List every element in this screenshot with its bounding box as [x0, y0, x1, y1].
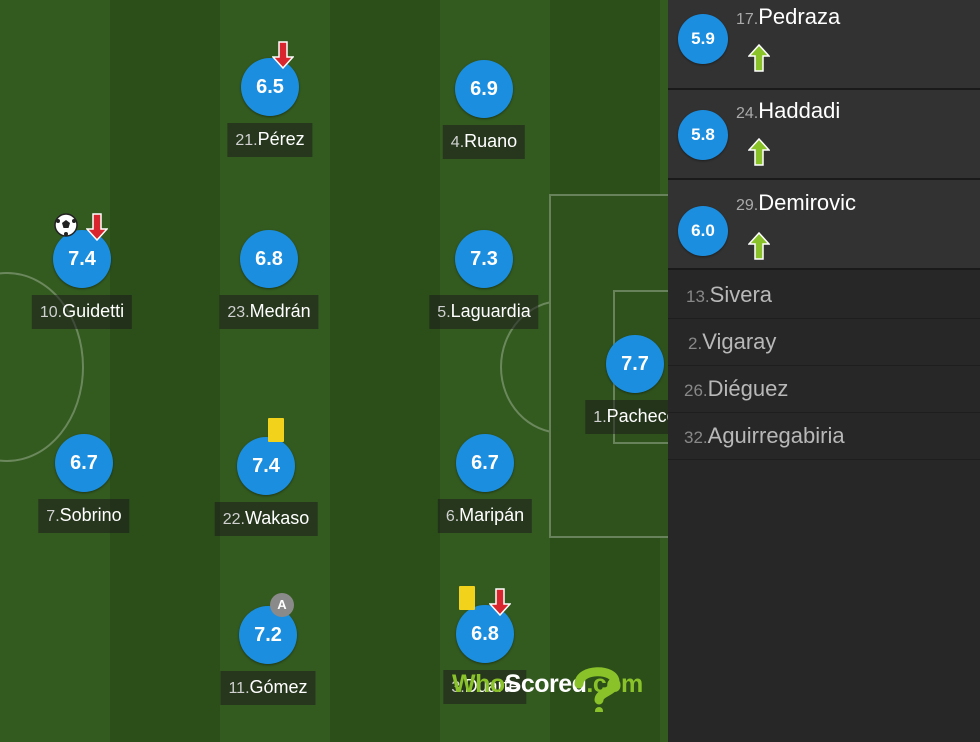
rating-badge: 6.9 — [455, 60, 513, 118]
bench-number: 13. — [686, 287, 710, 306]
player-name: Maripán — [459, 505, 525, 525]
used-sub-0[interactable]: 5.9 17.Pedraza — [668, 0, 980, 90]
goal-ball-icon — [54, 213, 78, 237]
player-name: Guidetti — [62, 301, 125, 321]
rating-badge: 6.7 — [456, 434, 514, 492]
player-number: 10. — [39, 304, 63, 321]
player-name-label: 21.Pérez — [227, 123, 313, 157]
logo-scored: Scored — [504, 670, 587, 698]
rating-badge: 6.5 — [241, 58, 299, 116]
player-number: 23. — [227, 304, 250, 321]
player-name-label: 10.Guidetti — [31, 295, 133, 329]
player-number: 11. — [228, 680, 250, 697]
yellow-card-icon — [268, 418, 284, 442]
logo-who: Who — [452, 670, 505, 698]
rating-badge: 5.9 — [678, 14, 728, 64]
bench-name: Aguirregabiria — [707, 423, 845, 448]
sub-number: 17. — [736, 11, 759, 28]
sub-number: 24. — [736, 105, 759, 122]
sub-name: 24.Haddadi — [736, 98, 840, 124]
sub-player-name: Demirovic — [758, 190, 857, 215]
player-name: Ruano — [464, 131, 518, 151]
player-name-label: 11.Gómez — [220, 671, 316, 705]
player-name-label: 23.Medrán — [219, 295, 319, 329]
yellow-card-icon — [459, 586, 475, 610]
used-sub-1[interactable]: 5.8 24.Haddadi — [668, 90, 980, 180]
rating-badge: 6.0 — [678, 206, 728, 256]
bench-player-0[interactable]: 13.Sivera — [668, 272, 980, 319]
captain-badge-icon: A — [270, 593, 294, 617]
used-sub-2[interactable]: 6.0 29.Demirovic — [668, 180, 980, 270]
player-name: Gómez — [249, 677, 308, 697]
bench-name: Sivera — [709, 282, 772, 307]
rating-badge: 7.7 — [606, 335, 664, 393]
question-mark-icon — [574, 667, 620, 712]
rating-badge: 6.7 — [55, 434, 113, 492]
player-name-label: 1.Pacheco — [585, 400, 668, 434]
sub-off-arrow-icon — [271, 41, 295, 70]
rating-badge: 7.4 — [53, 230, 111, 288]
sub-player-name: Pedraza — [758, 4, 841, 29]
bench-number: 32. — [684, 428, 708, 447]
pitch: 6.5 21.Pérez 6.9 4.Ruano 7.4 10.Guidetti 6.8 23… — [0, 0, 668, 742]
player-name-label: 6.Maripán — [437, 499, 533, 533]
player-number: 1. — [593, 409, 607, 426]
player-number: 4. — [450, 134, 465, 151]
player-number: 5. — [437, 304, 451, 321]
player-name: Pacheco — [606, 406, 668, 426]
player-name-label: 5.Laguardia — [429, 295, 539, 329]
player-name-label: 4.Ruano — [442, 125, 526, 159]
player-name-label: 22.Wakaso — [214, 502, 318, 536]
sub-on-arrow-icon — [748, 232, 770, 260]
player-name: Medrán — [249, 301, 311, 321]
player-name-label: 7.Sobrino — [38, 499, 130, 533]
rating-badge: 5.8 — [678, 110, 728, 160]
player-number: 22. — [222, 511, 245, 528]
rating-badge: 6.8 — [240, 230, 298, 288]
sub-number: 29. — [736, 197, 759, 214]
rating-badge: 7.4 — [237, 437, 295, 495]
player-number: 21. — [235, 132, 258, 149]
player-name-label: 3.Duarte — [443, 670, 527, 704]
bench-name: Diéguez — [707, 376, 789, 401]
sub-on-arrow-icon — [748, 138, 770, 166]
player-name: Duarte — [464, 676, 519, 696]
player-name: Sobrino — [59, 505, 122, 525]
bench-number: 2. — [688, 334, 703, 353]
sub-on-arrow-icon — [748, 44, 770, 72]
player-number: 3. — [451, 679, 465, 696]
bench-number: 26. — [684, 381, 708, 400]
player-name: Wakaso — [244, 508, 310, 528]
player-name: Pérez — [257, 129, 305, 149]
player-number: 6. — [445, 508, 460, 525]
rating-badge: 6.8 — [456, 605, 514, 663]
bench-player-1[interactable]: 2.Vigaray — [668, 319, 980, 366]
bench-player-3[interactable]: 32.Aguirregabiria — [668, 413, 980, 460]
bench-name: Vigaray — [702, 329, 777, 354]
substitutes-panel: 5.9 17.Pedraza 5.8 24.Haddadi 6.0 29.Dem… — [668, 0, 980, 742]
sub-name: 29.Demirovic — [736, 190, 856, 216]
sub-name: 17.Pedraza — [736, 4, 840, 30]
sub-player-name: Haddadi — [758, 98, 841, 123]
rating-badge: 7.3 — [455, 230, 513, 288]
sub-off-arrow-icon — [85, 213, 109, 242]
sub-off-arrow-icon — [488, 588, 512, 617]
whoscored-logo: WhoScored.com — [452, 667, 643, 712]
player-name: Laguardia — [450, 301, 531, 321]
bench-player-2[interactable]: 26.Diéguez — [668, 366, 980, 413]
player-number: 7. — [46, 508, 60, 525]
